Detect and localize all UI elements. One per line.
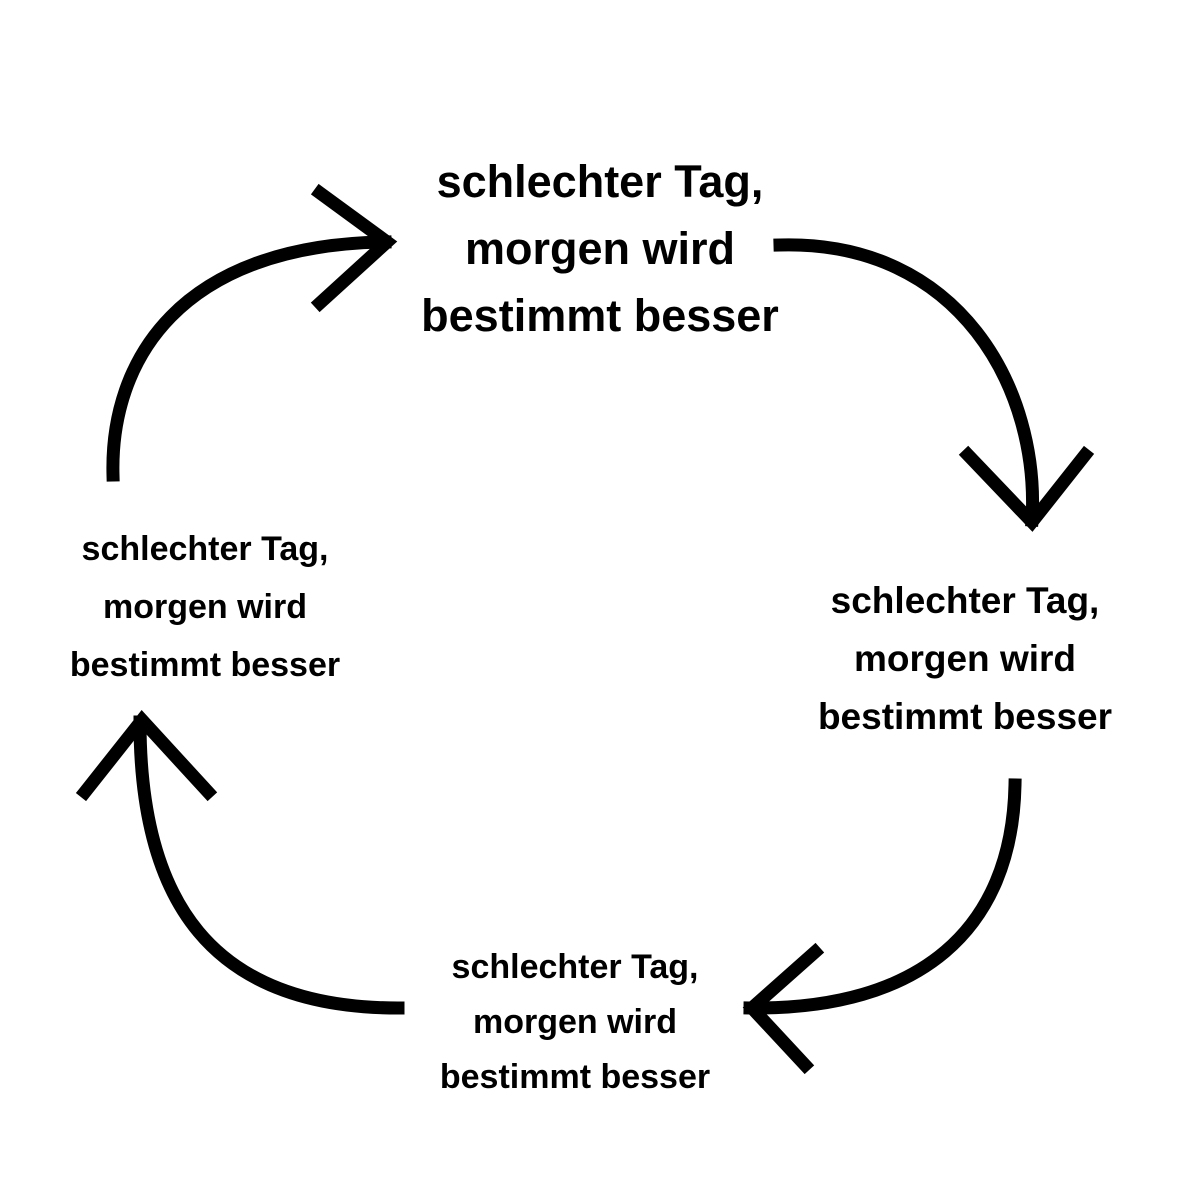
node-bottom-line-1: schlechter Tag, [451, 948, 699, 986]
arrow-right-to-bottom-shaft [743, 778, 1022, 1015]
node-left-line-3: bestimmt besser [69, 646, 341, 684]
node-top-line-1: schlechter Tag, [436, 156, 764, 207]
arrow-top-to-right-shaft [773, 238, 1040, 527]
arrow-right-to-bottom-head [742, 942, 825, 1075]
node-right-line-3: bestimmt besser [817, 696, 1113, 737]
arrow-top-to-right [773, 238, 1095, 532]
arrow-left-to-top-shaft [106, 235, 392, 482]
arrow-left-to-top-head [310, 183, 398, 313]
node-top: schlechter Tag, morgen wird bestimmt bes… [350, 148, 850, 349]
node-left: schlechter Tag, morgen wird bestimmt bes… [10, 520, 400, 694]
node-right-line-2: morgen wird [853, 638, 1077, 679]
node-right-line-1: schlechter Tag, [830, 580, 1100, 621]
arrow-bottom-to-left-shaft [133, 715, 405, 1015]
node-top-line-3: bestimmt besser [421, 290, 779, 341]
arrow-bottom-to-left [75, 709, 405, 1015]
node-bottom-line-3: bestimmt besser [439, 1058, 711, 1096]
node-top-line-2: morgen wird [464, 223, 736, 274]
node-left-line-2: morgen wird [102, 588, 308, 626]
node-left-line-1: schlechter Tag, [81, 530, 329, 568]
arrow-bottom-to-left-head [75, 709, 218, 802]
node-bottom-line-2: morgen wird [472, 1003, 678, 1041]
arrow-top-to-right-head [958, 445, 1095, 532]
node-bottom: schlechter Tag, morgen wird bestimmt bes… [355, 940, 795, 1105]
node-right: schlechter Tag, morgen wird bestimmt bes… [740, 572, 1190, 746]
arrow-left-to-top [106, 183, 398, 482]
arrow-right-to-bottom [742, 778, 1022, 1075]
